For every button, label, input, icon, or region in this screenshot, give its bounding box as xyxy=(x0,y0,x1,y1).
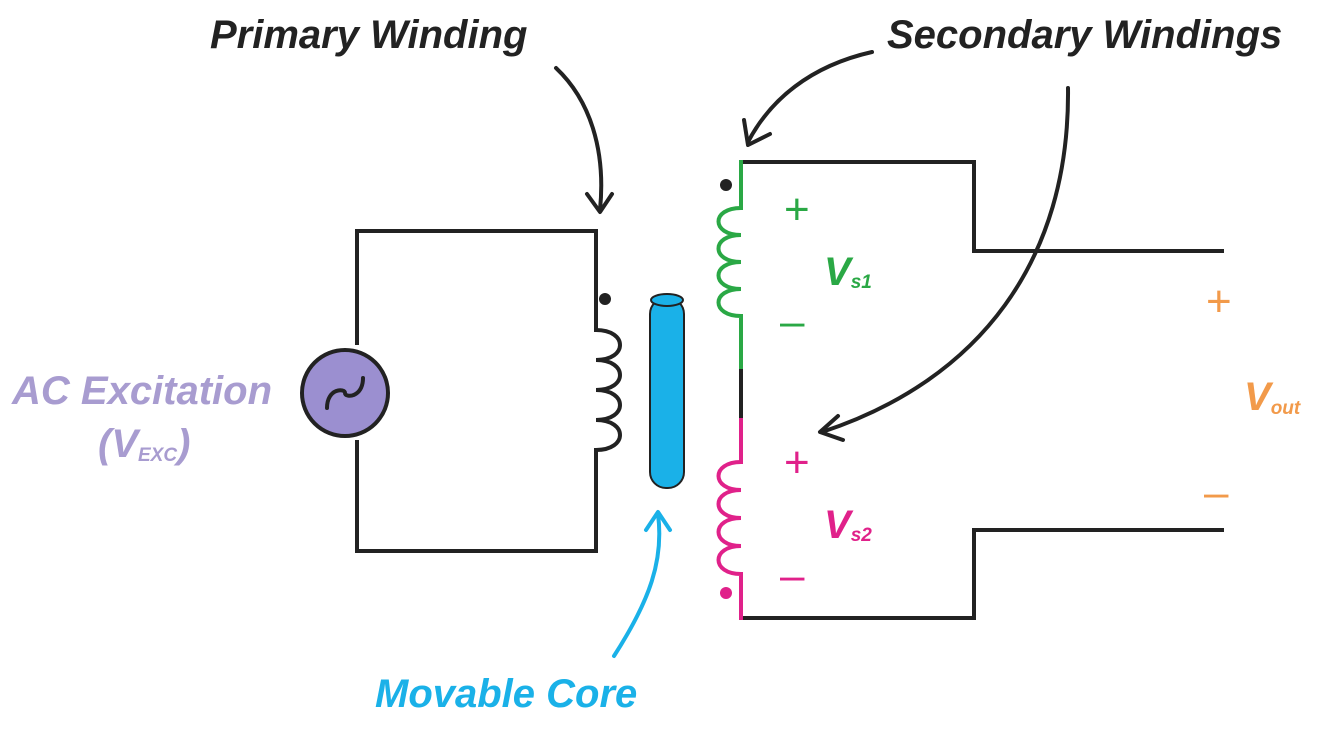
vs2-plus: + xyxy=(784,438,810,487)
core-top xyxy=(650,293,684,307)
primary-coil xyxy=(593,327,622,453)
core-arrow xyxy=(612,512,662,658)
primary-winding-label: Primary Winding xyxy=(210,13,527,57)
vs1-minus: – xyxy=(780,297,805,346)
vout-minus: – xyxy=(1204,468,1229,517)
vout-plus: + xyxy=(1206,277,1232,326)
vs1-label: Vs1 xyxy=(824,250,872,294)
secondary-windings-label: Secondary Windings xyxy=(887,13,1282,57)
secondary-top-wire xyxy=(739,160,1224,253)
secondary-arrowhead-top xyxy=(742,118,772,147)
movable-core xyxy=(649,293,685,489)
secondary-coil-top xyxy=(716,160,743,369)
vs2-minus: – xyxy=(780,551,805,600)
vout-label: Vout xyxy=(1244,375,1301,419)
callout-arrows xyxy=(554,50,1071,658)
secondary-arrow-top xyxy=(746,50,874,144)
vs2-label: Vs2 xyxy=(824,503,872,547)
primary-loop-wire xyxy=(355,229,598,345)
ac-excitation-label: AC Excitation xyxy=(11,369,272,413)
core-arrowhead xyxy=(644,510,672,532)
primary-arrowhead xyxy=(585,192,614,214)
labels: Primary Winding Secondary Windings AC Ex… xyxy=(11,13,1301,716)
vs1-plus: + xyxy=(784,185,810,234)
primary-arrow xyxy=(554,66,604,212)
secondary-bottom-wire xyxy=(739,528,1224,620)
secondary-arrowhead-bottom xyxy=(818,414,845,442)
secondary-circuit xyxy=(716,160,1224,620)
movable-core-label: Movable Core xyxy=(375,672,637,716)
secondary-bottom-dot xyxy=(720,587,732,599)
secondary-top-dot xyxy=(720,179,732,191)
vexc-label: (VEXC) xyxy=(98,422,190,466)
primary-circuit xyxy=(300,229,622,553)
secondary-coil-bottom xyxy=(716,418,743,620)
core-body xyxy=(649,297,685,489)
primary-loop-wire-bottom xyxy=(355,440,598,553)
sine-icon xyxy=(325,376,365,410)
secondary-arrow-bottom xyxy=(820,86,1071,434)
primary-dot xyxy=(599,293,611,305)
